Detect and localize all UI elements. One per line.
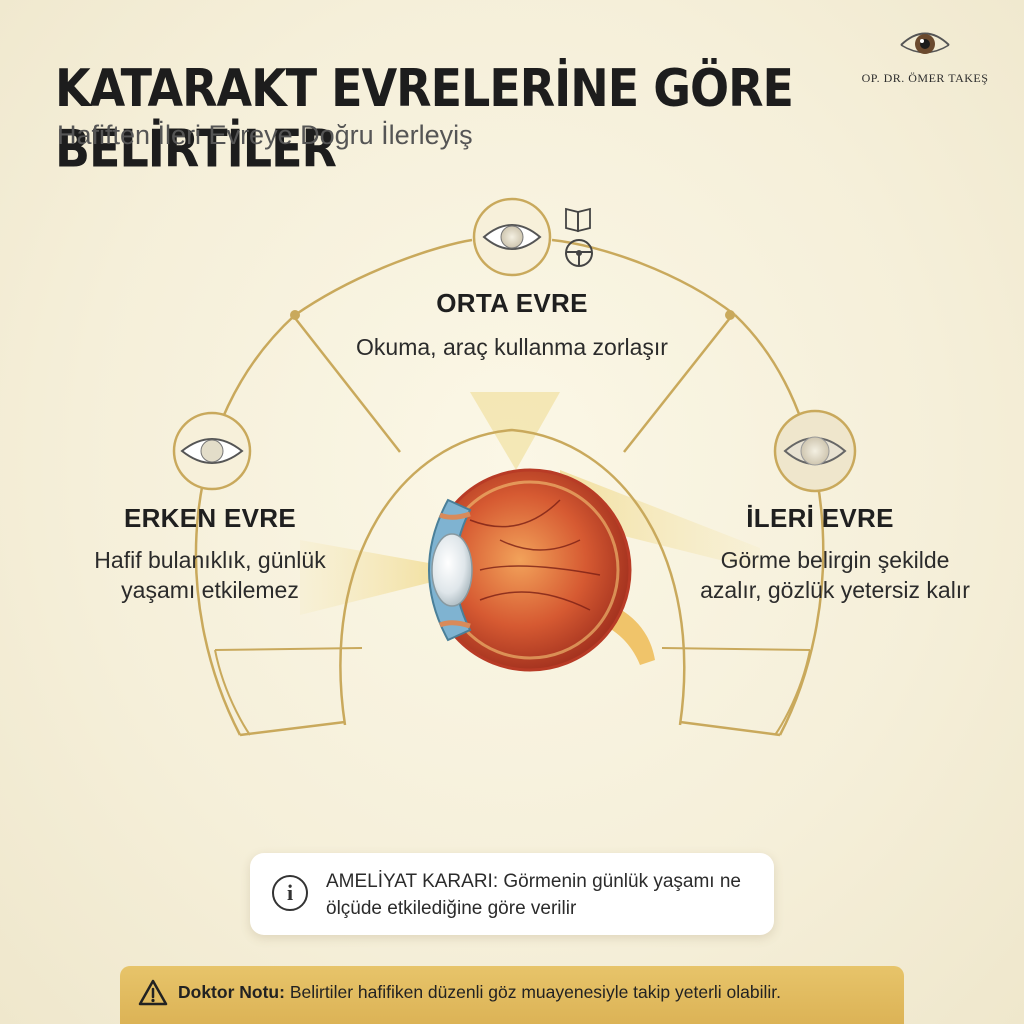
steering-wheel-icon	[565, 239, 593, 267]
orta-evre-title: ORTA EVRE	[436, 288, 588, 318]
arc-node	[725, 310, 735, 320]
page-subtitle: Hafiften İleri Evreye Doğru İlerleyiş	[57, 120, 473, 150]
erken-evre-title: ERKEN EVRE	[123, 503, 297, 533]
arc-node	[290, 310, 300, 320]
ileri-light-beam	[560, 470, 760, 570]
divider-line	[623, 317, 731, 453]
book-icon	[565, 207, 591, 233]
brand-logo: OP. DR. ÖMER TAKEŞ	[860, 28, 990, 86]
logo-text: OP. DR. ÖMER TAKEŞ	[861, 71, 989, 85]
divider-line	[679, 720, 781, 737]
divider-line	[294, 317, 401, 453]
divider-line	[661, 647, 811, 651]
ileri-eye-icon	[773, 409, 857, 493]
outer-arc-top	[294, 238, 473, 317]
doctor-note-text: Doktor Notu: Belirtiler hafifiken düzenl…	[178, 982, 898, 1003]
erken-light-beam	[300, 540, 440, 615]
surgery-decision-box: i AMELİYAT KARARI: Görmenin günlük yaşam…	[250, 853, 774, 935]
orta-evre-description: Okuma, araç kullanma zorlaşır	[356, 334, 668, 360]
ileri-evre-description: Görme belirgin şekilde azalır, gözlük ye…	[700, 547, 970, 603]
doctor-note-body: Belirtiler hafifiken düzenli göz muayene…	[289, 982, 782, 1002]
divider-line	[239, 720, 346, 737]
info-icon: i	[272, 875, 308, 911]
inner-arc-left	[214, 649, 251, 736]
doctor-note-label: Doktor Notu:	[178, 982, 285, 1002]
erken-evre-description: Hafif bulanıklık, günlük yaşamı etkileme…	[94, 547, 326, 603]
outer-arc	[194, 314, 296, 736]
inner-arc	[339, 428, 686, 726]
eye-anatomy-illustration	[428, 468, 655, 672]
surgery-decision-text: AMELİYAT KARARI: Görmenin günlük yaşamı …	[326, 871, 742, 919]
logo-eye-icon	[900, 32, 950, 54]
orta-eye-icon	[472, 197, 552, 277]
ileri-evre-title: İLERİ EVRE	[746, 503, 894, 533]
inner-arc-right	[774, 649, 811, 736]
erken-eye-icon	[172, 411, 252, 491]
divider-line	[214, 647, 363, 651]
warning-icon	[138, 979, 168, 1006]
doctor-note-bar: Doktor Notu: Belirtiler hafifiken düzenl…	[120, 966, 904, 1024]
page-title: KATARAKT EVRELERİNE GÖRE BELİRTİLER	[55, 58, 794, 179]
